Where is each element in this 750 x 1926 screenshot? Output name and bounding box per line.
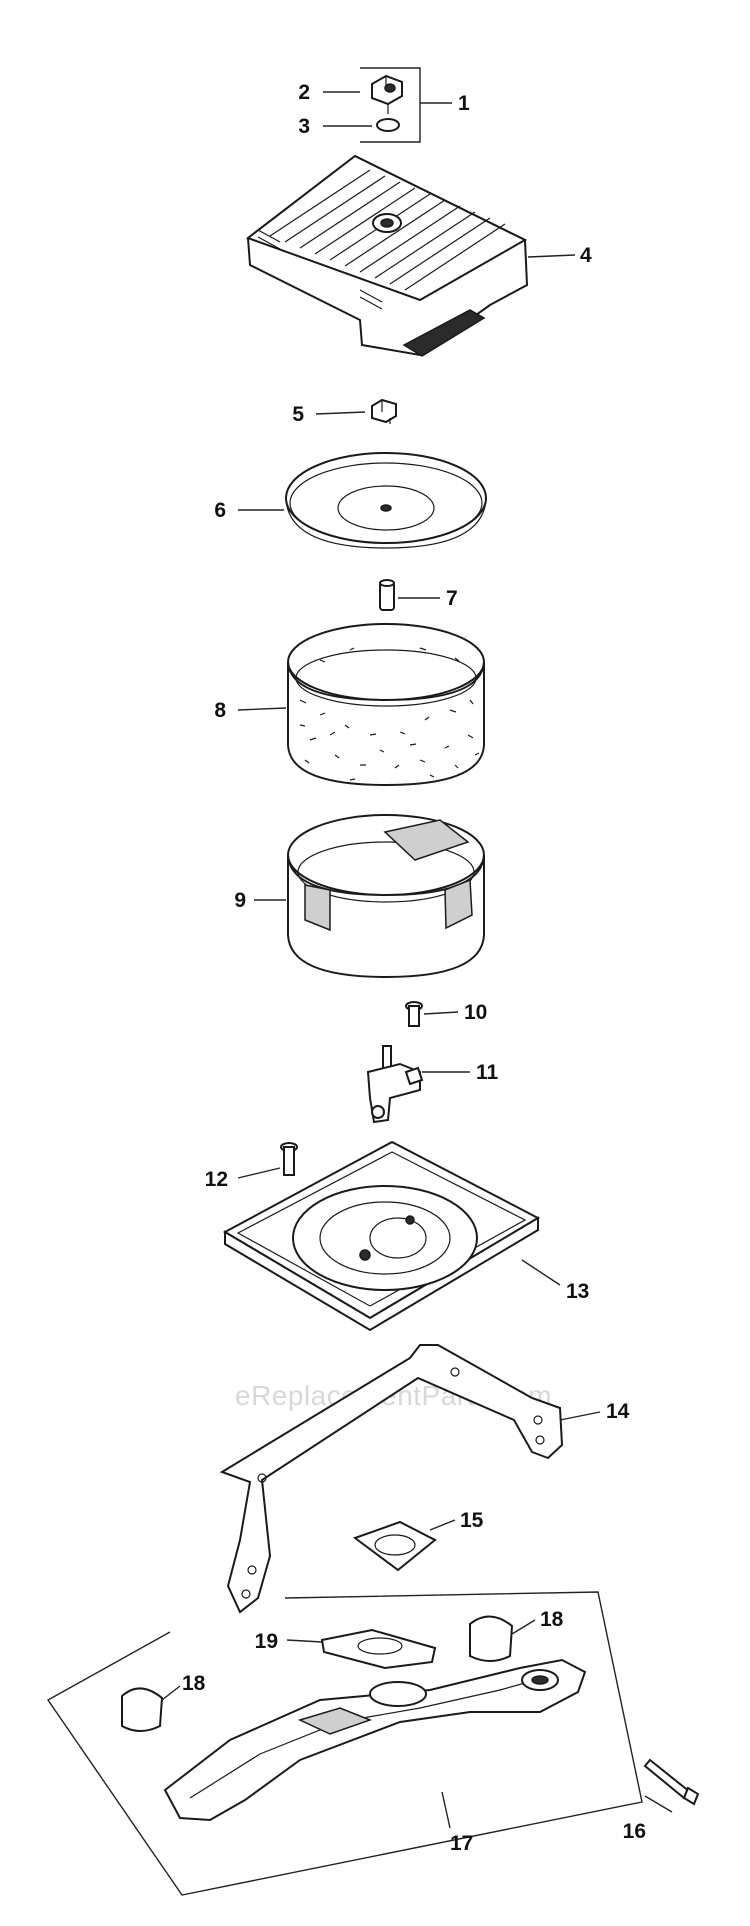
spacer-icon[interactable] <box>379 579 395 611</box>
callout-18a: 18 <box>540 1608 564 1631</box>
callout-17: 17 <box>450 1832 473 1855</box>
wing-nut-icon[interactable] <box>371 398 397 424</box>
callout-8: 8 <box>214 699 226 722</box>
callout-13: 13 <box>566 1280 589 1303</box>
o-ring-icon[interactable] <box>121 1687 164 1732</box>
intake-manifold-icon[interactable] <box>163 1658 587 1822</box>
element-cover-icon[interactable] <box>285 452 487 549</box>
callout-1: 1 <box>458 92 470 115</box>
callout-2: 2 <box>298 81 310 104</box>
callout-17-outline <box>46 1591 643 1896</box>
gasket-icon[interactable] <box>320 1628 437 1670</box>
air-cleaner-base-icon[interactable] <box>222 1140 541 1332</box>
callout-18b: 18 <box>182 1672 206 1695</box>
callout-12: 12 <box>205 1168 228 1191</box>
callout-10: 10 <box>464 1001 487 1024</box>
precleaner-icon[interactable] <box>287 623 485 787</box>
knob-icon[interactable] <box>371 74 403 114</box>
callout-5: 5 <box>292 403 304 426</box>
callout-labels: 2 3 1 4 5 6 7 8 9 10 11 12 13 14 15 16 1… <box>182 81 646 1855</box>
gasket-icon[interactable] <box>352 1520 437 1572</box>
air-filter-element-icon[interactable] <box>287 814 485 979</box>
callout-15: 15 <box>460 1509 484 1532</box>
o-ring-icon[interactable] <box>469 1615 514 1662</box>
callout-16: 16 <box>623 1820 646 1843</box>
o-ring-icon[interactable] <box>376 118 400 132</box>
callout-1-bracket <box>360 67 421 143</box>
callout-14: 14 <box>606 1400 630 1423</box>
mounting-bracket-icon[interactable] <box>219 1344 564 1614</box>
screw-icon[interactable] <box>405 1001 423 1027</box>
screw-icon[interactable] <box>643 1758 700 1806</box>
bolt-icon[interactable] <box>280 1142 298 1176</box>
callout-4: 4 <box>580 244 592 267</box>
callout-19: 19 <box>255 1630 278 1653</box>
leader-lines <box>161 91 673 1829</box>
callout-9: 9 <box>234 889 246 912</box>
stud-bracket-icon[interactable] <box>366 1045 424 1124</box>
callout-7: 7 <box>446 587 458 610</box>
callout-6: 6 <box>214 499 226 522</box>
callout-3: 3 <box>298 115 310 138</box>
air-cleaner-cover-icon[interactable] <box>245 154 529 357</box>
callout-11: 11 <box>476 1061 499 1084</box>
